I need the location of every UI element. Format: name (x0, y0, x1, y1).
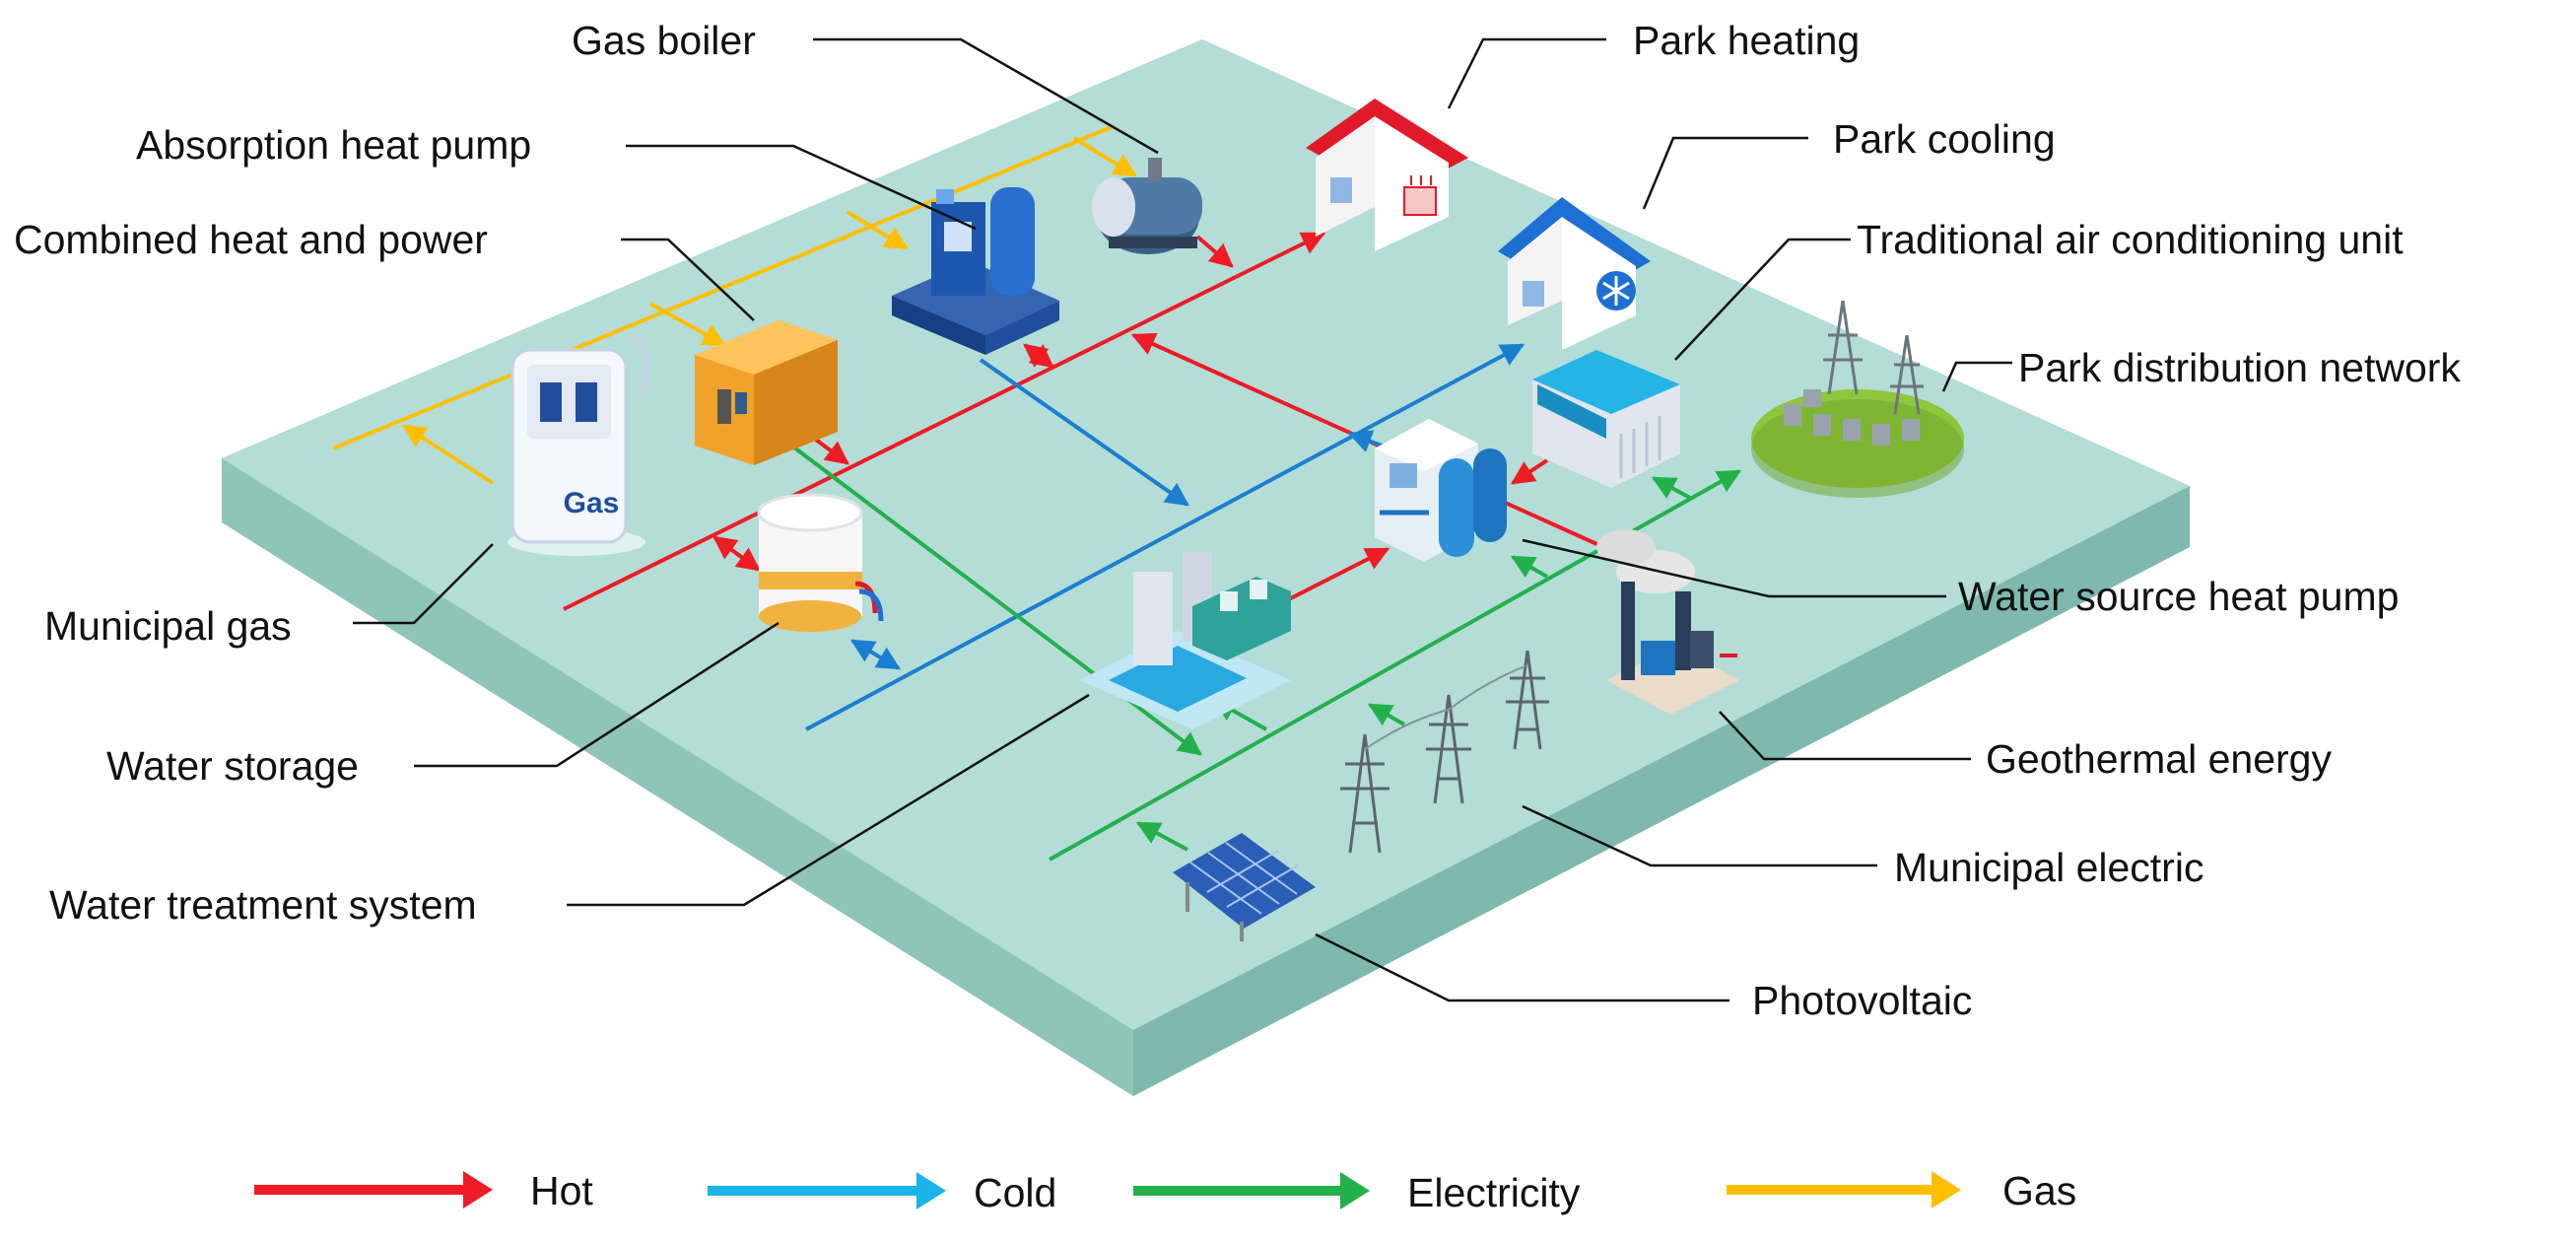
legend-arrows (254, 1171, 1961, 1209)
legend-hot-arrowhead (463, 1171, 493, 1208)
air-conditioner-icon (1532, 350, 1680, 488)
legend-gas-arrowhead (1932, 1171, 1961, 1208)
hot-arrow-absorption (1023, 343, 1054, 369)
gas-main-line (332, 124, 1115, 450)
water-treatment-icon (1079, 552, 1291, 729)
elec-arrow-municipal (1367, 703, 1405, 726)
leader-park-heating (1447, 37, 1606, 109)
elec-arrow-wshp (1510, 555, 1548, 579)
leader-photovoltaic (1315, 932, 1729, 1002)
cold-arrow-storage (849, 639, 902, 670)
hot-main-line (563, 232, 1326, 611)
leader-municipal-electric (1522, 804, 1877, 867)
label-park-cooling: Park cooling (1833, 116, 2056, 162)
elec-arrow-ac (1651, 476, 1691, 500)
label-absorption-heat-pump: Absorption heat pump (136, 122, 532, 168)
legend-gas-label: Gas (2002, 1168, 2077, 1213)
label-water-treatment: Water treatment system (49, 882, 477, 928)
gas-pump-text: Gas (564, 487, 620, 519)
label-gas-boiler: Gas boiler (572, 18, 756, 63)
label-water-storage: Water storage (106, 743, 359, 789)
hot-arrow-storage (712, 535, 761, 572)
label-geothermal: Geothermal energy (1986, 736, 2332, 782)
gas-arrow-absorption (846, 210, 910, 250)
platform-side-right (1133, 486, 2190, 1096)
leader-water-storage (414, 621, 780, 768)
leader-ac (1674, 238, 1851, 361)
legend-electricity-label: Electricity (1407, 1170, 1581, 1215)
geothermal-plant-icon (1596, 529, 1739, 715)
house-heating-icon (1306, 99, 1468, 251)
platform-top (222, 39, 2190, 1030)
legend-cold-label: Cold (974, 1170, 1057, 1215)
label-municipal-gas: Municipal gas (44, 603, 292, 649)
hot-arrow-ac (1510, 458, 1549, 485)
leader-wshp (1522, 538, 1946, 598)
leader-lines (353, 37, 2012, 1002)
legend-cold-arrowhead (916, 1172, 946, 1209)
solar-panel-icon (1173, 833, 1316, 941)
leader-chp (621, 238, 755, 321)
elec-arrow-pv (1135, 821, 1188, 852)
hot-arrow-boiler (1195, 235, 1234, 268)
gas-arrow-pump (401, 424, 495, 485)
hot-arrow-treatment (1280, 547, 1390, 605)
leader-gas-boiler (813, 37, 1159, 155)
absorption-heat-pump-icon (892, 187, 1059, 355)
label-municipal-electric: Municipal electric (1894, 845, 2204, 890)
cold-absorption-line (979, 358, 1189, 507)
leader-park-cooling (1642, 136, 1808, 210)
label-photovoltaic: Photovoltaic (1752, 978, 1973, 1023)
distribution-network-icon (1751, 300, 1964, 498)
house-cooling-icon (1498, 197, 1651, 350)
label-water-source-heat-pump: Water source heat pump (1958, 574, 2400, 619)
gas-pump-icon: Gas (508, 332, 650, 556)
gas-arrow-boiler (1072, 136, 1138, 177)
leader-municipal-gas (353, 543, 494, 625)
label-chp: Combined heat and power (14, 217, 488, 262)
water-source-heat-pump-icon (1375, 419, 1507, 562)
gas-arrow-chp (649, 302, 727, 347)
chp-unit-icon (695, 320, 838, 465)
leader-geothermal (1719, 711, 1971, 761)
leader-absorption (626, 144, 977, 231)
cold-main-line (805, 343, 1525, 731)
label-park-heating: Park heating (1633, 18, 1861, 63)
legend-electricity-arrowhead (1340, 1172, 1370, 1209)
leader-distribution (1941, 361, 2012, 392)
gas-boiler-icon (1092, 158, 1202, 254)
water-tank-icon (757, 493, 884, 632)
leader-water-treatment (567, 693, 1090, 907)
label-traditional-ac: Traditional air conditioning unit (1857, 217, 2404, 262)
legend-hot-label: Hot (530, 1168, 593, 1213)
label-park-distribution: Park distribution network (2018, 345, 2461, 390)
gas-lines (332, 124, 1138, 485)
power-tower-icon (1340, 650, 1549, 854)
